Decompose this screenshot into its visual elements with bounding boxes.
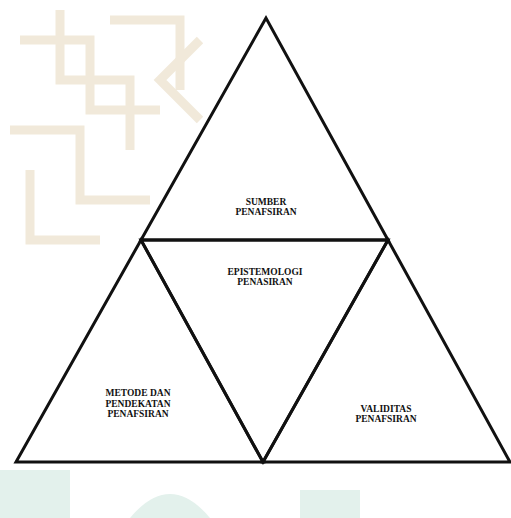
triangle-outline (141, 18, 388, 240)
triangle-section: SUMBER PENAFSIRAN (141, 18, 388, 240)
triangle-section: EPISTEMOLOGI PENASIRAN (141, 240, 388, 462)
triangle-outline (16, 240, 263, 462)
lattice-pattern (10, 10, 200, 240)
triangle-edge (141, 18, 388, 240)
triangle-edge (263, 240, 510, 462)
section-label: SUMBER PENAFSIRAN (226, 197, 306, 218)
section-label: VALIDITAS PENAFSIRAN (346, 404, 426, 425)
triangle-edge (16, 240, 263, 462)
triangle-edge (141, 240, 388, 462)
section-label: METODE DAN PENDEKATAN PENAFSIRAN (99, 388, 177, 419)
green-shapes (0, 470, 360, 518)
triangle-section: METODE DAN PENDEKATAN PENAFSIRAN (16, 240, 263, 462)
section-label: EPISTEMOLOGI PENASIRAN (219, 267, 311, 288)
